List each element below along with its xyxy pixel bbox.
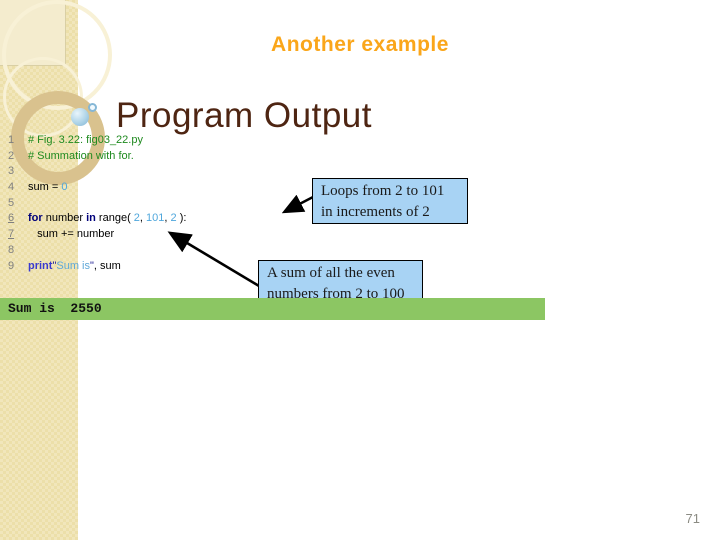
line-number: 1 — [8, 134, 15, 146]
code-line: 5 — [8, 196, 428, 212]
program-output-text: Sum is 2550 — [8, 301, 102, 316]
code-block: 1 # Fig. 3.22: fig03_22.py 2 # Summation wi… — [8, 133, 428, 274]
code-line: 9 print"Sum is", sum — [8, 259, 428, 275]
code-text: # Fig. 3.22: fig03_22.py — [28, 134, 143, 146]
line-number: 9 — [8, 259, 15, 272]
line-number: 6 — [8, 212, 15, 225]
line-number: 8 — [8, 243, 15, 256]
line-number: 2 — [8, 149, 15, 162]
code-line: 3 — [8, 164, 428, 180]
code-text: # Summation with for. — [28, 149, 134, 162]
line-number: 5 — [8, 196, 15, 209]
code-text: print"Sum is", sum — [28, 259, 121, 272]
page-number: 71 — [685, 511, 700, 526]
slide-title: Another example — [271, 33, 449, 56]
code-text: sum += number — [28, 228, 115, 241]
code-line: 6 for number in range( 2, 101, 2 ): — [8, 211, 428, 227]
line-number: 7 — [8, 228, 15, 241]
program-output-bar: Sum is 2550 — [0, 298, 545, 320]
line-number: 3 — [8, 165, 15, 178]
code-line: 4 sum = 0 — [8, 180, 428, 196]
callout-loops: Loops from 2 to 101 in increments of 2 — [312, 178, 468, 224]
code-line: 8 — [8, 243, 428, 259]
code-line: 7 sum += number — [8, 227, 428, 243]
page-title: Program Output — [116, 96, 372, 135]
code-line: 2 # Summation with for. — [8, 149, 428, 165]
code-text: for number in range( 2, 101, 2 ): — [28, 212, 187, 225]
code-line: 1 # Fig. 3.22: fig03_22.py — [8, 133, 428, 149]
blue-mini-ring-icon — [88, 103, 97, 112]
code-text: sum = 0 — [28, 181, 68, 194]
sidebar-decoration — [0, 0, 78, 540]
line-number: 4 — [8, 181, 15, 194]
